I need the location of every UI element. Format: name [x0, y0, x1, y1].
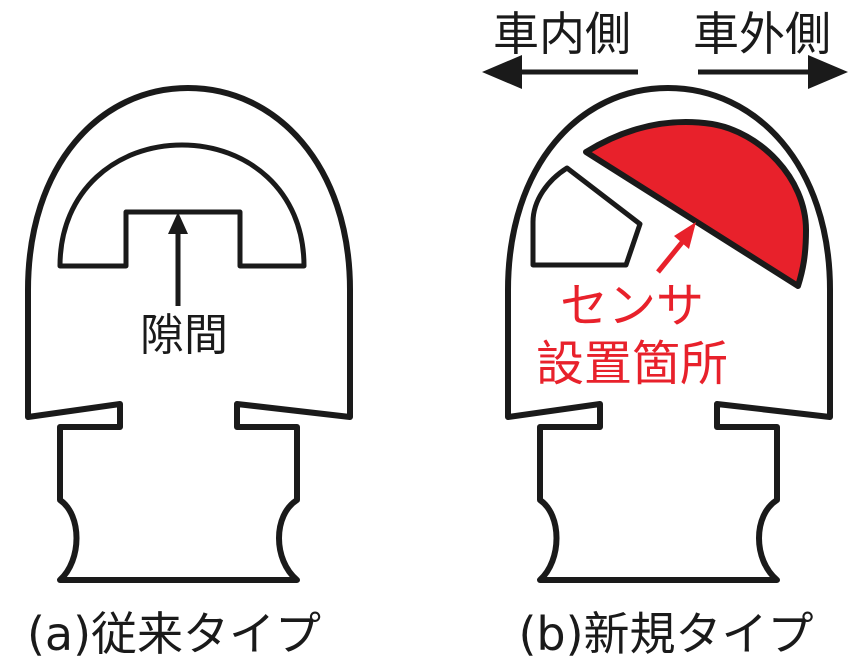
- gap-pointer-arrow-head: [168, 212, 188, 234]
- outer-direction-arrow-head: [808, 55, 848, 89]
- direction-indicator: 車内側 車外側: [482, 7, 848, 89]
- new-type-caption: (b)新規タイプ: [518, 607, 813, 661]
- sensor-pointer-arrow-head: [674, 222, 696, 249]
- conventional-inner-hollow: [57, 142, 307, 269]
- sensor-location-label-line1: センサ: [560, 278, 704, 334]
- sensor-chamber: [583, 119, 809, 289]
- new-seal-profile: センサ 設置箇所: [505, 85, 833, 583]
- new-inner-hollow: [530, 165, 643, 268]
- conventional-type-caption: (a)従来タイプ: [27, 607, 321, 661]
- gap-label: 隙間: [140, 310, 228, 361]
- vehicle-outer-label: 車外側: [693, 7, 831, 61]
- sensor-pointer-arrow-shaft: [656, 238, 686, 274]
- sensor-location-label-line2: 設置箇所: [536, 336, 728, 392]
- conventional-seal-profile: 隙間: [25, 85, 353, 583]
- inner-direction-arrow-head: [482, 55, 522, 89]
- vehicle-inner-label: 車内側: [493, 7, 631, 61]
